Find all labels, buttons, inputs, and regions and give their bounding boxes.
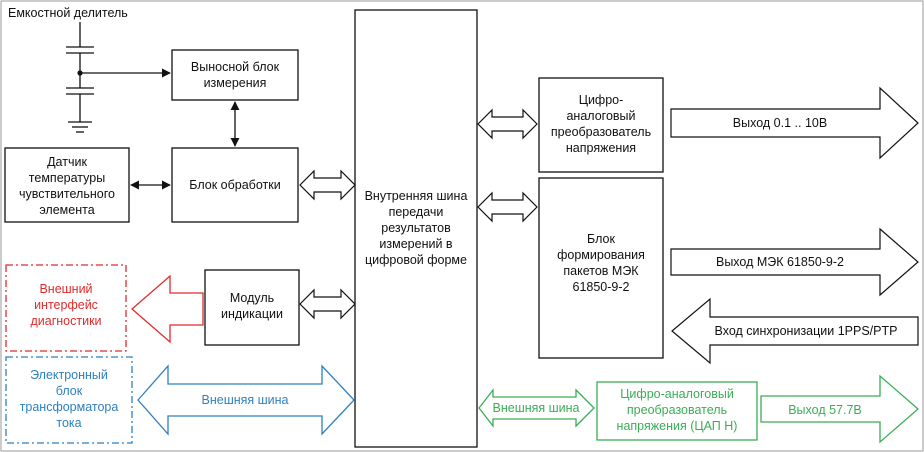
- temperature-sensor-box: [4, 147, 130, 223]
- dac-voltage-label-4: напряжения: [566, 141, 636, 155]
- dac-h-box: [596, 381, 758, 441]
- external-diagnostics-box: [5, 264, 127, 352]
- electronic-unit-box: [5, 356, 133, 444]
- output-577v-label: Выход 57.7В: [788, 403, 862, 417]
- output-iec-label: Выход МЭК 61850-9-2: [716, 255, 844, 269]
- processing-bus-double-arrow: [299, 169, 356, 201]
- capacitor-symbol: [66, 22, 94, 133]
- internal-bus-label-1: Внутренняя шина: [365, 189, 468, 203]
- dac-h-label-3: напряжения (ЦАП Н): [617, 419, 738, 433]
- output-010v-label: Выход 0.1 .. 10В: [733, 116, 827, 130]
- dac-voltage-label-2: аналоговый: [566, 109, 635, 123]
- external-bus-left-label: Внешняя шина: [202, 393, 289, 407]
- output-577v-arrow: [760, 374, 919, 444]
- temp-sensor-label-1: Датчик: [47, 155, 87, 169]
- external-bus-right-label: Внешняя шина: [493, 401, 580, 415]
- electronic-unit-label-3: трансформатора: [20, 400, 119, 414]
- electronic-unit-label-1: Электронный: [30, 368, 108, 382]
- diagnostics-arrow: [131, 274, 204, 344]
- dac-voltage-label-1: Цифро-: [579, 93, 624, 107]
- temp-sensor-label-2: температуры: [29, 171, 105, 185]
- internal-bus-label-5: цифровой форме: [365, 253, 467, 267]
- dac-h-label-2: преобразователь: [627, 403, 727, 417]
- processing-unit-box: [171, 147, 299, 223]
- indication-module-box: [204, 269, 300, 346]
- dac-voltage-label-3: преобразователь: [551, 125, 651, 139]
- sync-input-arrow: [671, 297, 919, 365]
- internal-bus-label-2: передачи: [389, 205, 444, 219]
- internal-bus-label-4: измерений в: [379, 237, 453, 251]
- bus-iec-double-arrow: [477, 191, 538, 223]
- temp-sensor-label-4: элемента: [39, 203, 94, 217]
- electronic-unit-label-2: блок: [56, 384, 83, 398]
- external-diagnostics-label-3: диагностики: [30, 314, 101, 328]
- external-diagnostics-label-2: интерфейс: [34, 298, 98, 312]
- external-diagnostics-label-1: Внешний: [39, 282, 92, 296]
- internal-bus-box: [354, 9, 478, 448]
- internal-bus-label-3: результатов: [381, 221, 451, 235]
- indication-module-label-2: индикации: [221, 307, 283, 321]
- processing-unit-label: Блок обработки: [189, 178, 280, 192]
- electronic-unit-label-4: тока: [56, 416, 81, 430]
- output-iec-arrow: [670, 227, 919, 297]
- indication-bus-double-arrow: [299, 288, 356, 320]
- iec-packet-label-3: пакетов МЭК: [563, 264, 639, 278]
- bus-dac-double-arrow: [477, 108, 538, 140]
- external-bus-right-arrow: [478, 388, 595, 428]
- iec-packet-label-2: формирования: [557, 248, 645, 262]
- remote-measurement-label-1: Выносной блок: [191, 60, 280, 74]
- indication-module-label-1: Модуль: [230, 291, 274, 305]
- iec-packet-label-4: 61850-9-2: [573, 280, 630, 294]
- remote-measurement-box: [171, 49, 299, 101]
- dac-h-label-1: Цифро-аналоговый: [620, 387, 734, 401]
- sync-input-label: Вход синхронизации 1PPS/PTP: [715, 324, 898, 338]
- external-bus-left-arrow: [137, 364, 355, 436]
- iec-packet-label-1: Блок: [587, 232, 615, 246]
- remote-measurement-label-2: измерения: [204, 76, 267, 90]
- capacitive-divider-label: Емкостной делитель: [8, 6, 128, 20]
- dac-voltage-box: [538, 77, 664, 173]
- temp-sensor-label-3: чувствительного: [19, 187, 115, 201]
- iec-packet-box: [538, 177, 664, 359]
- output-010v-arrow: [670, 86, 919, 160]
